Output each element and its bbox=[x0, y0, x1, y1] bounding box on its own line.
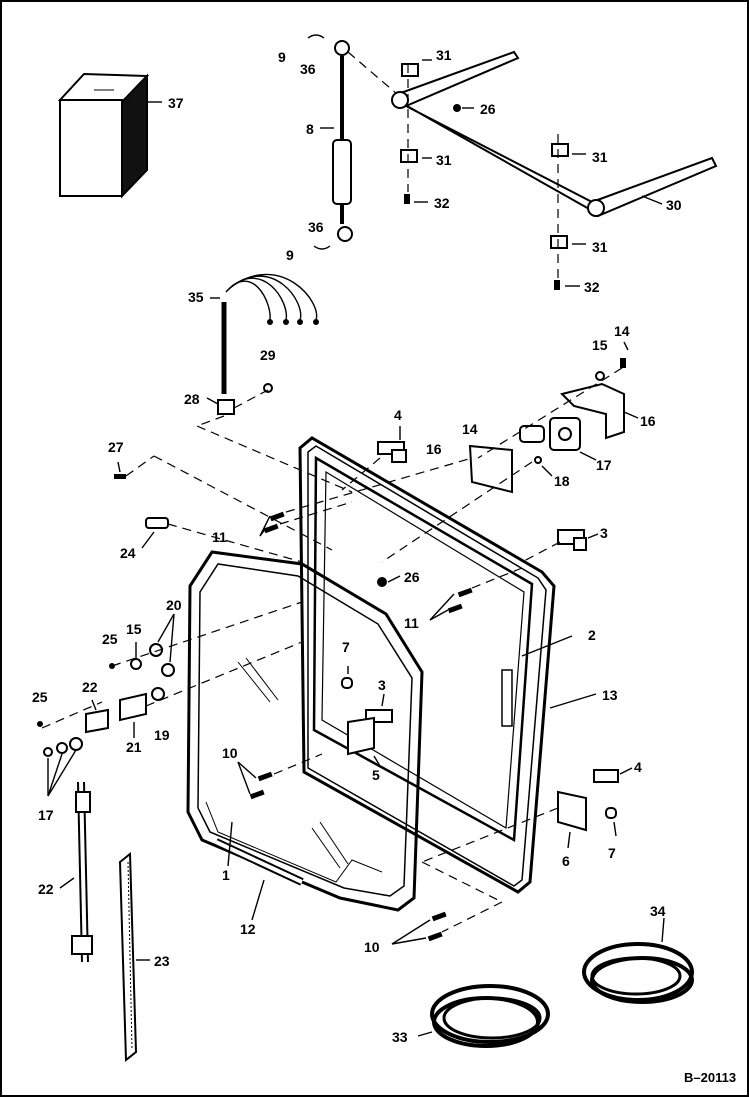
callout-30: 30 bbox=[666, 197, 682, 213]
part-3-latch-right bbox=[557, 529, 587, 551]
callout-6: 6 bbox=[562, 853, 570, 869]
part-34-seal-coil bbox=[582, 942, 694, 1004]
callout-37: 37 bbox=[168, 95, 184, 111]
callout-26-top: 26 bbox=[480, 101, 496, 117]
part-7-bumpers bbox=[341, 677, 617, 819]
part-23-wiper-blade bbox=[118, 851, 138, 1063]
part-8-gas-strut bbox=[307, 34, 353, 250]
callout-31-d: 31 bbox=[592, 239, 608, 255]
callout-5: 5 bbox=[372, 767, 380, 783]
callout-15-a: 15 bbox=[592, 337, 608, 353]
callout-14-b: 14 bbox=[462, 421, 478, 437]
callout-11-a: 11 bbox=[212, 529, 227, 545]
callout-25-a: 25 bbox=[102, 631, 118, 647]
part-21-plate bbox=[119, 692, 147, 722]
part-22-linkage-rod bbox=[71, 781, 93, 963]
part-12-door-seal bbox=[214, 838, 304, 886]
callout-27: 27 bbox=[108, 439, 124, 455]
callout-15-b: 15 bbox=[126, 621, 142, 637]
part-15-washer bbox=[130, 658, 142, 670]
callout-12: 12 bbox=[240, 921, 256, 937]
callout-21: 21 bbox=[126, 739, 142, 755]
callout-14-a: 14 bbox=[614, 323, 630, 339]
callout-13: 13 bbox=[602, 687, 618, 703]
part-6-bracket bbox=[557, 769, 619, 832]
callout-34: 34 bbox=[650, 903, 666, 919]
callout-16-a: 16 bbox=[640, 413, 656, 429]
callout-4-a: 4 bbox=[394, 407, 402, 423]
callout-18: 18 bbox=[554, 473, 570, 489]
part-30-support-arm bbox=[391, 50, 718, 218]
callout-7-b: 7 bbox=[608, 845, 616, 861]
part-33-seal-coil bbox=[430, 984, 550, 1048]
callout-16-b: 16 bbox=[426, 441, 442, 457]
callout-10-a: 10 bbox=[222, 745, 238, 761]
callout-3-a: 3 bbox=[600, 525, 608, 541]
callout-19: 19 bbox=[154, 727, 170, 743]
callout-23: 23 bbox=[154, 953, 170, 969]
callout-labels: 37 9 36 8 36 9 31 26 31 31 32 30 31 32 3… bbox=[32, 47, 682, 1045]
callout-26-mid: 26 bbox=[404, 569, 420, 585]
callout-32-b: 32 bbox=[584, 279, 600, 295]
callout-10-b: 10 bbox=[364, 939, 380, 955]
callout-36-top: 36 bbox=[300, 61, 316, 77]
part-20-washers bbox=[149, 643, 175, 701]
callout-22-b: 22 bbox=[38, 881, 54, 897]
part-2-door-frame bbox=[312, 455, 534, 843]
callout-25-b: 25 bbox=[32, 689, 48, 705]
part-17-hinge-block bbox=[519, 417, 581, 451]
callout-31-b: 31 bbox=[436, 152, 452, 168]
callout-4-b: 4 bbox=[634, 759, 642, 775]
part-11-screws bbox=[263, 511, 473, 614]
part-16-hinge bbox=[468, 382, 625, 494]
part-27-screw bbox=[114, 474, 126, 479]
figure-reference: B–20113 bbox=[684, 1070, 736, 1085]
callout-28: 28 bbox=[184, 391, 200, 407]
callout-8: 8 bbox=[306, 121, 314, 137]
callout-35: 35 bbox=[188, 289, 204, 305]
callout-33: 33 bbox=[392, 1029, 408, 1045]
part-35-wire-harness bbox=[221, 273, 319, 394]
part-5-striker bbox=[347, 716, 375, 756]
callout-20: 20 bbox=[166, 597, 182, 613]
callout-29: 29 bbox=[260, 347, 276, 363]
part-24-pin bbox=[145, 517, 169, 529]
callout-22-a: 22 bbox=[82, 679, 98, 695]
callout-31-a: 31 bbox=[436, 47, 452, 63]
callout-2: 2 bbox=[588, 627, 596, 643]
callout-7-a: 7 bbox=[342, 639, 350, 655]
part-1-glass-door bbox=[186, 550, 424, 912]
part-37-filter-box bbox=[57, 72, 150, 199]
callout-1: 1 bbox=[222, 867, 230, 883]
part-22-plate bbox=[85, 708, 109, 734]
part-10-screws bbox=[249, 771, 447, 942]
callout-17-b: 17 bbox=[38, 807, 54, 823]
callout-17-a: 17 bbox=[596, 457, 612, 473]
callout-36-bottom: 36 bbox=[308, 219, 324, 235]
part-32-bolts bbox=[404, 194, 560, 290]
part-31-brackets bbox=[400, 63, 569, 249]
callout-24: 24 bbox=[120, 545, 136, 561]
part-26-nuts bbox=[377, 577, 387, 587]
callout-9-top: 9 bbox=[278, 49, 286, 65]
part-28-clip bbox=[217, 399, 235, 415]
callout-9-bottom: 9 bbox=[286, 247, 294, 263]
callout-32-a: 32 bbox=[434, 195, 450, 211]
callout-31-c: 31 bbox=[592, 149, 608, 165]
callout-11-b: 11 bbox=[404, 615, 419, 631]
callout-3-b: 3 bbox=[378, 677, 386, 693]
part-13-outer-seal bbox=[298, 436, 556, 894]
part-17-washers bbox=[43, 737, 83, 757]
part-4-latch-top bbox=[377, 441, 407, 463]
